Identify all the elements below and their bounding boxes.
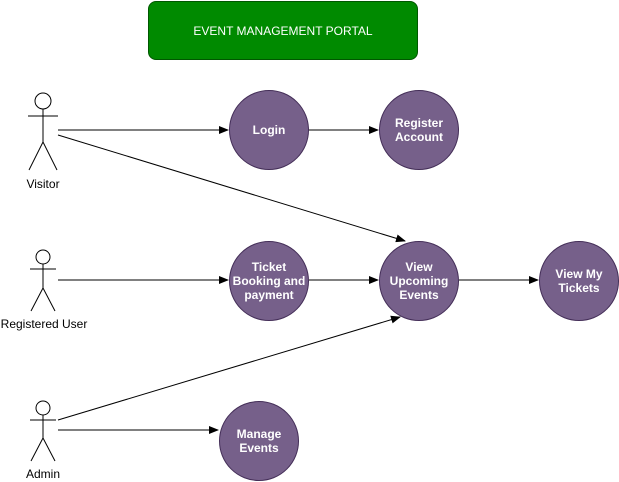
actor-label-registered-user: Registered User	[0, 317, 88, 331]
actor-label-admin: Admin	[25, 467, 61, 481]
usecase-view-upcoming-events[interactable]: View Upcoming Events	[379, 241, 459, 321]
actor-label-visitor: Visitor	[26, 177, 60, 191]
admin-actor-icon	[30, 400, 56, 462]
portal-title: EVENT MANAGEMENT PORTAL	[148, 1, 418, 60]
usecase-register-account[interactable]: Register Account	[379, 90, 459, 170]
edge-admin-view-upcoming-events	[57, 315, 401, 421]
usecase-manage-events[interactable]: Manage Events	[219, 401, 299, 481]
visitor-actor-icon	[28, 92, 58, 171]
edge-visitor-view-upcoming-events	[57, 134, 406, 243]
usecase-view-my-tickets[interactable]: View My Tickets	[539, 241, 619, 321]
registered-user-actor-icon	[30, 249, 56, 312]
usecase-login[interactable]: Login	[229, 90, 309, 170]
usecase-ticket-booking[interactable]: Ticket Booking and payment	[229, 241, 309, 321]
